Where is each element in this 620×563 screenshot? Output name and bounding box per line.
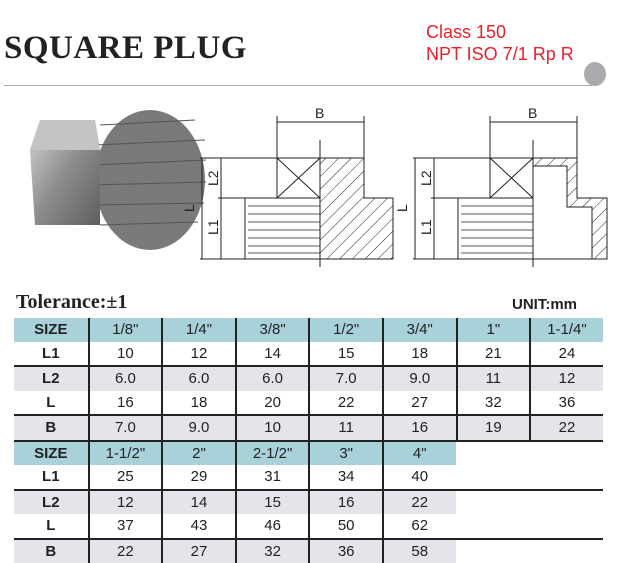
unit-label: UNIT:mm (512, 296, 577, 313)
table-cell: 27 (382, 391, 456, 415)
table-cell: 3/4" (382, 318, 456, 342)
section-drawing-solid (200, 116, 393, 267)
table-cell: 22 (529, 416, 603, 440)
table-cell: 16 (382, 416, 456, 440)
table-cell: 15 (308, 342, 382, 366)
table-cell: 40 (382, 465, 456, 489)
table-cell: 10 (235, 416, 309, 440)
table-cell: 7.0 (88, 416, 162, 440)
table-cell: 22 (88, 540, 162, 563)
plug-photo (30, 110, 206, 250)
table-cell: 4" (382, 442, 456, 466)
tolerance-label: Tolerance:±1 (16, 291, 127, 314)
table-cell: 24 (529, 342, 603, 366)
table-cell: 9.0 (382, 367, 456, 391)
table-cell: 29 (161, 465, 235, 489)
table-cell: 18 (161, 391, 235, 415)
table-cell: 16 (308, 491, 382, 515)
table-cell: 20 (235, 391, 309, 415)
table-cell: 22 (308, 391, 382, 415)
table-cell: 36 (308, 540, 382, 563)
table-cell: 12 (529, 367, 603, 391)
table-cell: 1/8" (88, 318, 162, 342)
table-cell: 21 (456, 342, 530, 366)
table-cell: 37 (88, 514, 162, 538)
table-cell: 11 (456, 367, 530, 391)
table-cell: 14 (235, 342, 309, 366)
table-cell: 6.0 (235, 367, 309, 391)
dim-l-label: L (394, 204, 410, 212)
table-cell: 31 (235, 465, 309, 489)
dim-l2-label: L2 (205, 170, 221, 186)
row-label: L (14, 514, 88, 538)
table-cell: 32 (235, 540, 309, 563)
row-label: B (14, 540, 88, 563)
table-cell: 14 (161, 491, 235, 515)
table-cell: 43 (161, 514, 235, 538)
table-cell: 10 (88, 342, 162, 366)
table-cell: 58 (382, 540, 456, 563)
table-cell: 22 (382, 491, 456, 515)
row-label: SIZE (14, 442, 88, 466)
row-label: L2 (14, 491, 88, 515)
table-cell: 12 (161, 342, 235, 366)
row-label: L2 (14, 367, 88, 391)
table-cell: 6.0 (88, 367, 162, 391)
row-label: L1 (14, 465, 88, 489)
table-cell: 34 (308, 465, 382, 489)
table-cell: 2-1/2" (235, 442, 309, 466)
table-cell: 3" (308, 442, 382, 466)
table-cell: 1/4" (161, 318, 235, 342)
table-cell: 11 (308, 416, 382, 440)
row-label: B (14, 416, 88, 440)
row-label: SIZE (14, 318, 88, 342)
row-label: L1 (14, 342, 88, 366)
table-cell: 16 (88, 391, 162, 415)
table-cell: 7.0 (308, 367, 382, 391)
table-cell: 1" (456, 318, 530, 342)
table-cell: 18 (382, 342, 456, 366)
product-illustrations: B B L L L2 L2 L1 L1 (0, 0, 620, 290)
table-cell: 19 (456, 416, 530, 440)
table-cell: 12 (88, 491, 162, 515)
row-label: L (14, 391, 88, 415)
dim-l1-label: L1 (418, 219, 434, 235)
table-cell: 32 (456, 391, 530, 415)
dim-l1-label: L1 (205, 219, 221, 235)
table-cell: 1-1/2" (88, 442, 162, 466)
dim-b-label: B (315, 105, 324, 121)
table-cell: 6.0 (161, 367, 235, 391)
dim-l2-label: L2 (418, 170, 434, 186)
table-cell: 62 (382, 514, 456, 538)
table-cell: 15 (235, 491, 309, 515)
table-cell: 50 (308, 514, 382, 538)
table-cell: 2" (161, 442, 235, 466)
dim-b-label: B (528, 105, 537, 121)
table-cell: 1-1/4" (529, 318, 603, 342)
table-cell: 25 (88, 465, 162, 489)
table-cell: 27 (161, 540, 235, 563)
table-cell: 3/8" (235, 318, 309, 342)
table-cell: 36 (529, 391, 603, 415)
table-cell: 46 (235, 514, 309, 538)
table-cell: 1/2" (308, 318, 382, 342)
table-cell: 9.0 (161, 416, 235, 440)
dim-l-label: L (181, 204, 197, 212)
section-drawing-hollow (413, 116, 607, 267)
